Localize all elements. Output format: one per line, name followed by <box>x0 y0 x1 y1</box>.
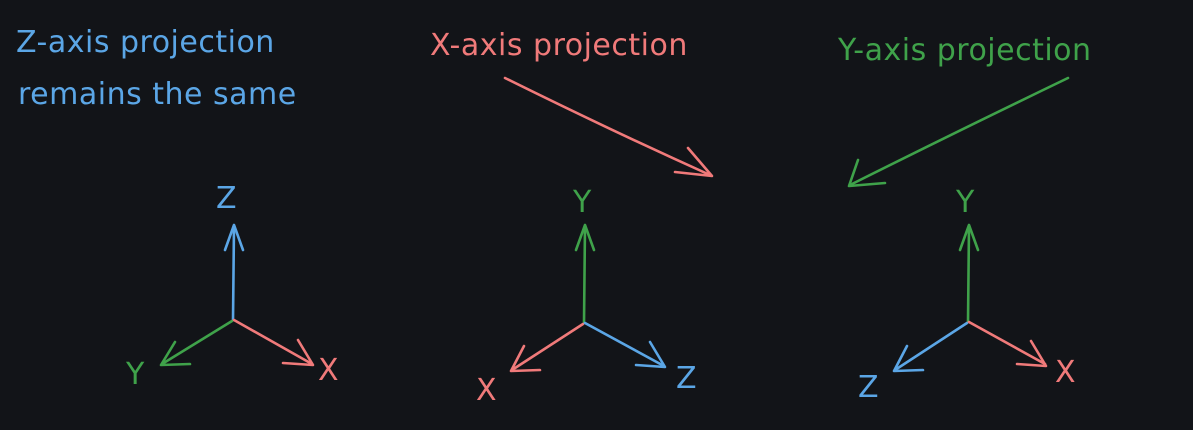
x-projection-left-axis <box>509 322 585 373</box>
y-projection-axes: Y Z X <box>858 185 1076 405</box>
y-projection-up-label: Y <box>955 185 975 220</box>
y-projection-pointer-arrow <box>847 76 1070 188</box>
x-projection-caption: X-axis projection <box>430 28 688 63</box>
y-projection-left-axis <box>892 321 969 373</box>
y-projection-right-label: X <box>1055 355 1076 390</box>
y-projection-up-axis <box>958 223 980 324</box>
x-projection-up-axis <box>574 223 596 325</box>
x-projection-right-label: Z <box>676 361 697 396</box>
z-projection-caption-line2: remains the same <box>18 77 297 112</box>
y-projection-caption: Y-axis projection <box>837 33 1092 68</box>
z-projection-left-axis <box>159 319 234 367</box>
z-projection-up-axis <box>223 223 245 322</box>
x-projection-pointer-arrow <box>503 76 714 178</box>
y-projection-right-axis <box>967 320 1048 368</box>
z-projection-left-label: Y <box>125 357 145 392</box>
z-projection-right-axis <box>232 318 315 367</box>
x-projection-axes: Y X Z <box>476 185 697 408</box>
z-projection-up-label: Z <box>216 181 237 216</box>
x-projection-left-label: X <box>476 373 497 408</box>
z-projection-axes: Z Y X <box>125 181 339 392</box>
z-projection-right-label: X <box>318 353 339 388</box>
y-projection-left-label: Z <box>858 370 879 405</box>
x-projection-right-axis <box>583 321 667 369</box>
x-projection-up-label: Y <box>572 185 592 220</box>
z-projection-caption-line1: Z-axis projection <box>16 25 275 60</box>
